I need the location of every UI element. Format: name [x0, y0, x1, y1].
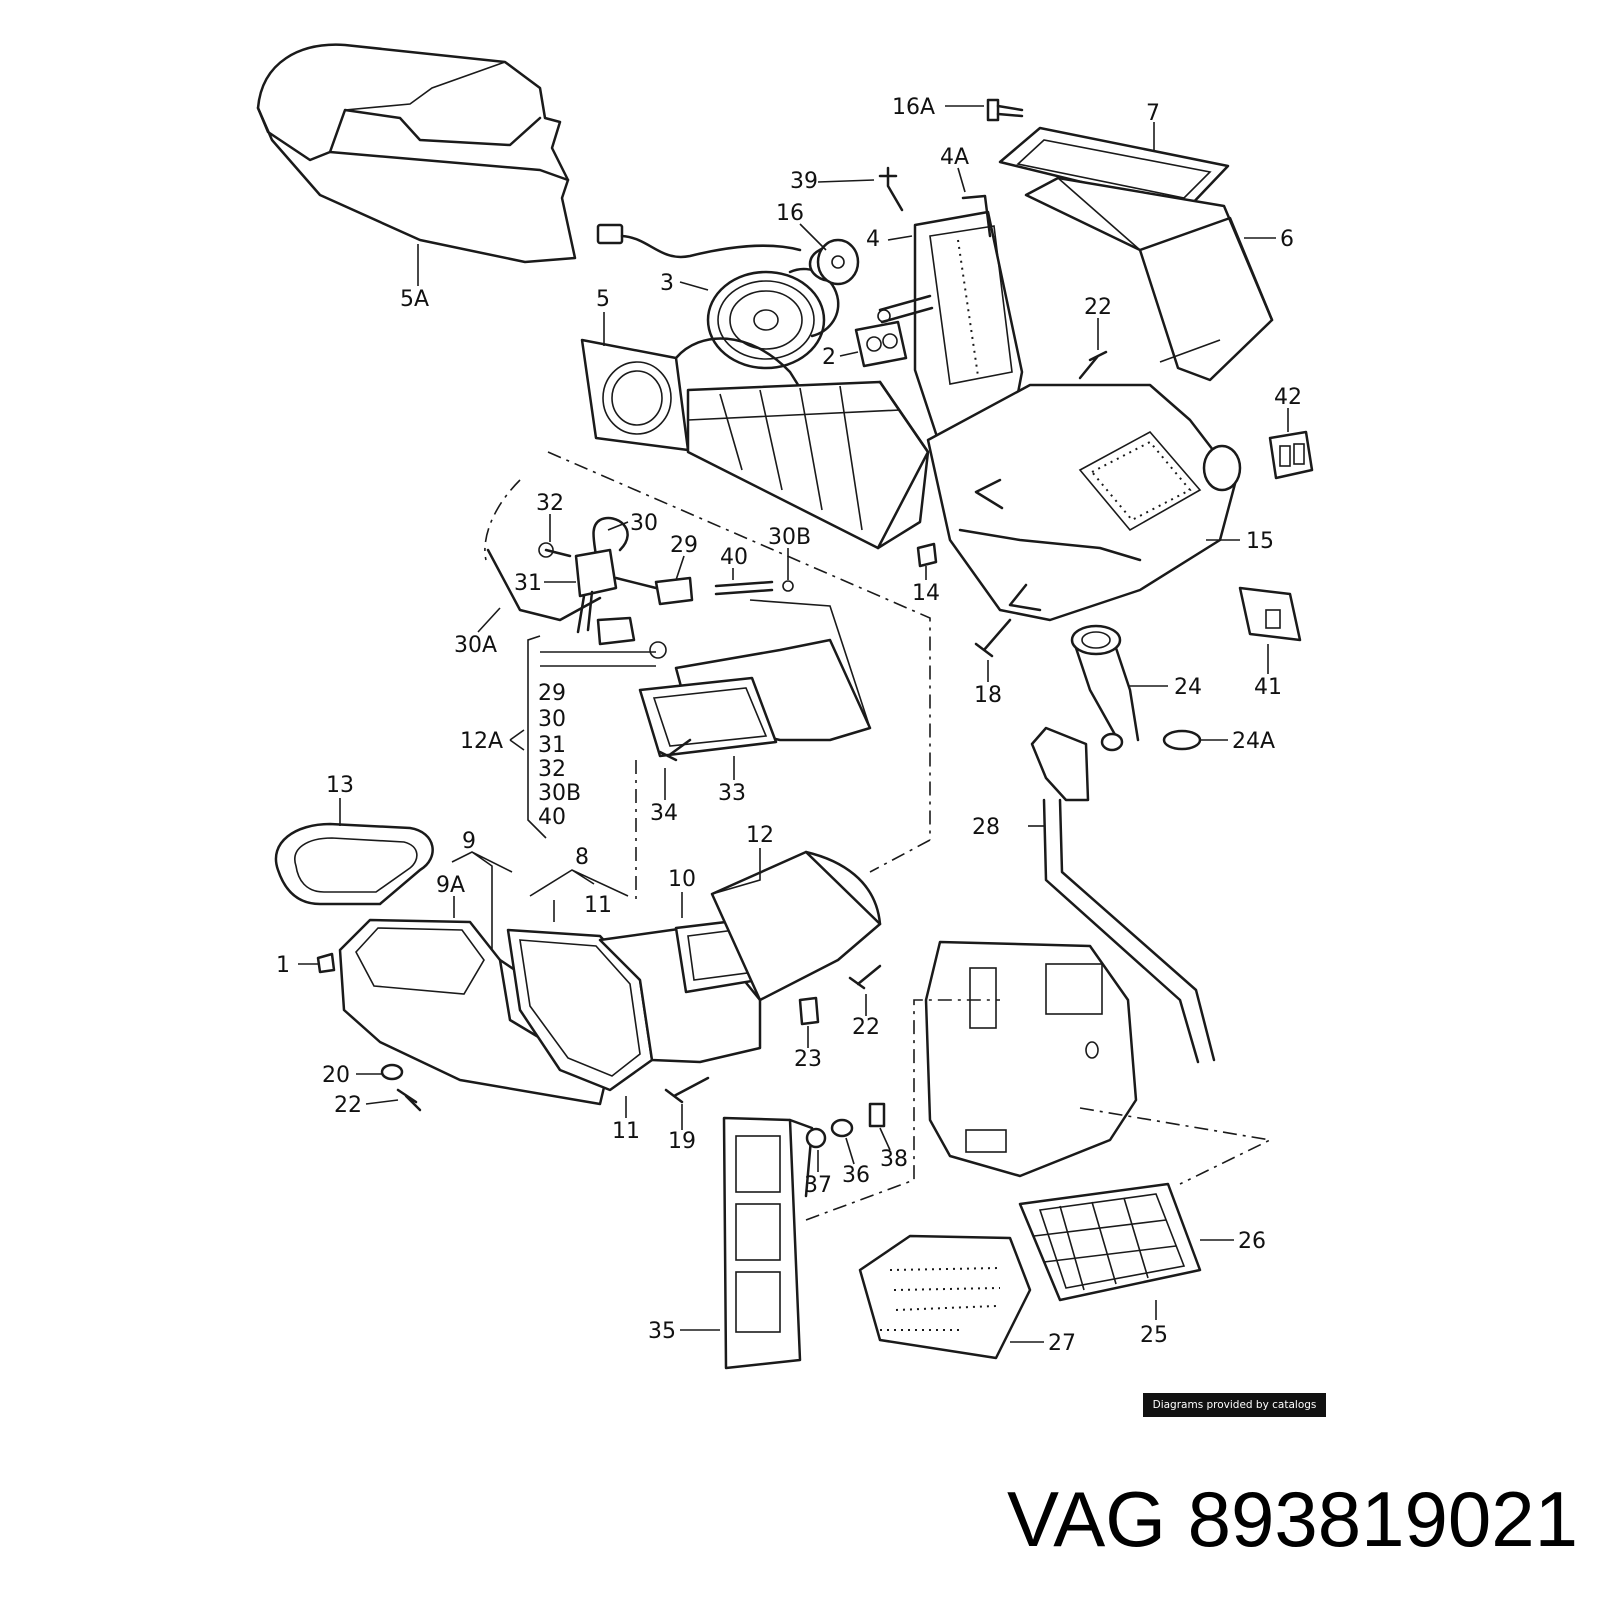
label-37: 37 — [804, 1173, 832, 1198]
hose-24 — [1070, 624, 1140, 752]
vacuum-assembly-12a — [486, 517, 794, 659]
label-30a: 30A — [454, 633, 497, 658]
label-7: 7 — [1146, 101, 1160, 126]
label-1: 1 — [276, 953, 290, 978]
label-35: 35 — [648, 1319, 676, 1344]
duct-cover-5a — [256, 43, 577, 264]
label-19: 19 — [668, 1129, 696, 1154]
label-24a: 24A — [1232, 729, 1275, 754]
label-3: 3 — [660, 271, 674, 296]
label-20: 20 — [322, 1063, 350, 1088]
part-number: 893819021 — [1187, 1475, 1578, 1563]
air-duct-6 — [1024, 176, 1274, 382]
grommet-16 — [816, 238, 860, 286]
nut-washer-37-36-38 — [805, 1102, 886, 1149]
label-11-bottom: 11 — [612, 1119, 640, 1144]
part-number-caption: VAG 893819021 — [1007, 1480, 1578, 1558]
flap-housing-12a — [638, 599, 872, 762]
label-12a: 12A — [460, 729, 503, 754]
grommet-24a — [1162, 729, 1202, 751]
label-42: 42 — [1274, 385, 1302, 410]
label-14: 14 — [912, 581, 940, 606]
label-18: 18 — [974, 683, 1002, 708]
label-12a-29: 29 — [538, 681, 566, 706]
heater-box-15 — [926, 383, 1242, 622]
clip-23 — [798, 996, 820, 1026]
brand-name: VAG — [1006, 1475, 1166, 1563]
label-33: 33 — [718, 781, 746, 806]
gasket-13 — [274, 822, 434, 906]
label-40: 40 — [720, 545, 748, 570]
gasket-2 — [854, 320, 908, 368]
label-4: 4 — [866, 227, 880, 252]
switch-42 — [1268, 430, 1314, 480]
label-41: 41 — [1254, 675, 1282, 700]
label-13: 13 — [326, 773, 354, 798]
label-30b: 30B — [768, 525, 811, 550]
housing-12 — [710, 850, 882, 1002]
label-6: 6 — [1280, 227, 1294, 252]
label-22-mid: 22 — [852, 1015, 880, 1040]
label-12a-30: 30 — [538, 707, 566, 732]
vent-grille-26 — [1018, 1182, 1202, 1302]
label-23: 23 — [794, 1047, 822, 1072]
label-28: 28 — [972, 815, 1000, 840]
label-25: 25 — [1140, 1323, 1168, 1348]
label-32: 32 — [536, 491, 564, 516]
screw-19 — [664, 1076, 710, 1104]
label-29: 29 — [670, 533, 698, 558]
vent-panel-35 — [722, 1116, 814, 1370]
blower-housing-5 — [580, 337, 930, 550]
label-22-top: 22 — [1084, 295, 1112, 320]
label-12a-32: 32 — [538, 757, 566, 782]
label-27: 27 — [1048, 1331, 1076, 1356]
blower-wire — [596, 223, 802, 259]
label-15: 15 — [1246, 529, 1274, 554]
label-12a-30b: 30B — [538, 781, 581, 806]
label-4a: 4A — [940, 145, 969, 170]
screw-22-top — [1078, 350, 1108, 380]
label-31: 31 — [514, 571, 542, 596]
screw-22-bottom — [396, 1088, 422, 1112]
screw-39 — [878, 166, 904, 212]
label-12a-40: 40 — [538, 805, 566, 830]
screw-22-mid — [848, 964, 882, 990]
label-24: 24 — [1174, 675, 1202, 700]
clip-1 — [316, 952, 336, 974]
label-12a-31: 31 — [538, 733, 566, 758]
label-5a: 5A — [400, 287, 429, 312]
label-39: 39 — [790, 169, 818, 194]
label-16a: 16A — [892, 95, 935, 120]
label-11-top: 11 — [584, 893, 612, 918]
label-16: 16 — [776, 201, 804, 226]
clip-4a — [961, 194, 992, 238]
label-38: 38 — [880, 1147, 908, 1172]
label-26: 26 — [1238, 1229, 1266, 1254]
screw-16a — [986, 98, 1024, 122]
label-9: 9 — [462, 829, 476, 854]
label-22-bottom: 22 — [334, 1093, 362, 1118]
label-9a: 9A — [436, 873, 465, 898]
resistor-41 — [1238, 586, 1302, 642]
label-10: 10 — [668, 867, 696, 892]
label-5: 5 — [596, 287, 610, 312]
screw-18 — [974, 618, 1012, 658]
diagram-credit-badge: Diagrams provided by catalogs parts — [1143, 1393, 1326, 1435]
label-36: 36 — [842, 1163, 870, 1188]
label-30: 30 — [630, 511, 658, 536]
control-panel-27 — [858, 1234, 1032, 1360]
dashboard-fascia — [924, 940, 1138, 1178]
label-34: 34 — [650, 801, 678, 826]
label-12: 12 — [746, 823, 774, 848]
label-2: 2 — [822, 345, 836, 370]
washer-20 — [380, 1063, 404, 1081]
label-8: 8 — [575, 845, 589, 870]
drain-tube-28 — [1030, 726, 1216, 1064]
clip-14 — [916, 542, 938, 568]
